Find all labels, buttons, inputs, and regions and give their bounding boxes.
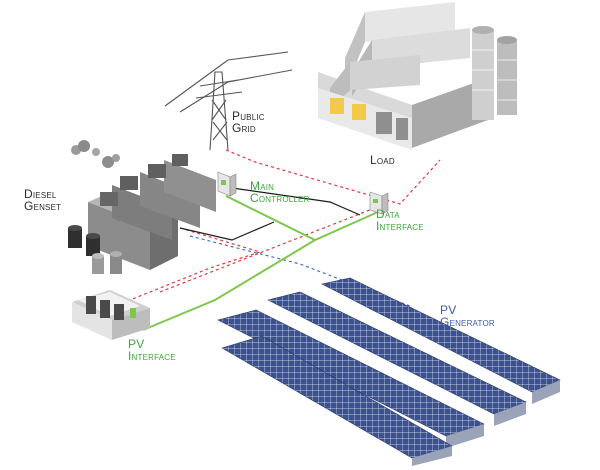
label-diesel-genset-line1: Diesel: [24, 187, 57, 201]
label-main-controller: Main Controller: [250, 180, 310, 204]
label-pv-interface-line1: PV: [128, 337, 145, 351]
power-lines: [142, 195, 379, 331]
label-data-interface-line2: Interface: [376, 219, 424, 233]
pv-panel-row-1: [321, 277, 561, 404]
label-public-grid-line1: Public: [232, 109, 265, 123]
label-pv-interface-line2: Interface: [128, 349, 176, 363]
label-load: Load: [370, 153, 395, 167]
label-pv-interface: PV Interface: [128, 338, 176, 362]
label-diesel-genset-line2: Genset: [24, 199, 62, 213]
label-pv-generator: PV Generator: [440, 304, 495, 328]
data-line-grid: [225, 149, 441, 205]
label-main-controller-line1: Main: [250, 179, 275, 193]
label-diesel-genset: Diesel Genset: [24, 188, 61, 212]
power-line-pv: [142, 239, 316, 331]
main-controller-box-icon: [217, 171, 237, 197]
label-data-interface: Data Interface: [376, 208, 424, 232]
pv-panel-row-2: [267, 291, 527, 426]
pv-interface-cabinet-icon: [72, 290, 150, 340]
diesel-genset-icon: [68, 140, 216, 274]
label-pv-generator-line2: Generator: [440, 315, 495, 329]
data-interface-box-icon: [369, 191, 389, 215]
data-line-genset: [129, 227, 263, 301]
label-public-grid: Public Grid: [232, 110, 265, 134]
pv-generator-array-icon: [217, 277, 561, 466]
pv-panel-row-4: [221, 335, 453, 466]
control-wires: [179, 187, 361, 241]
label-pv-generator-line1: PV: [440, 303, 457, 317]
label-main-controller-line2: Controller: [250, 191, 310, 205]
factory-load-icon: [318, 2, 517, 150]
label-data-interface-line1: Data: [376, 207, 400, 221]
label-public-grid-line2: Grid: [232, 121, 256, 135]
power-pylon-icon: [164, 51, 293, 151]
pv-panel-row-3: [217, 309, 485, 448]
